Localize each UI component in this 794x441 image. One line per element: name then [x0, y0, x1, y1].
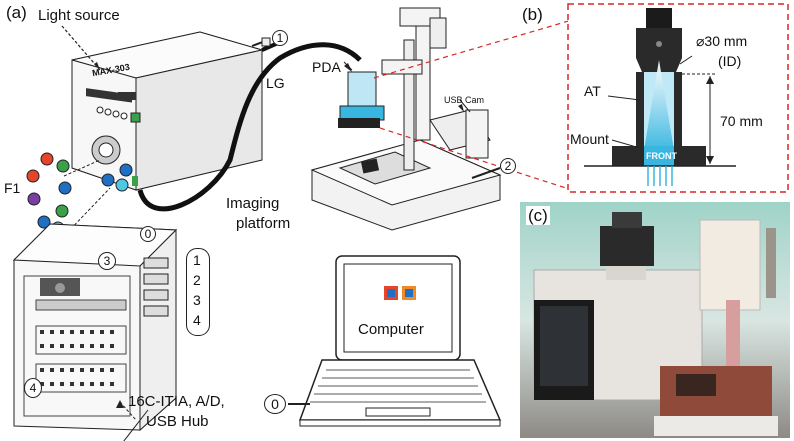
channel-3: 3 — [193, 292, 201, 308]
connector-2-cable — [471, 167, 501, 179]
id-label: (ID) — [718, 53, 742, 69]
channel-4: 4 — [193, 312, 201, 328]
imaging-platform-label-1: Imaging — [226, 195, 280, 212]
lg-label: LG — [266, 75, 285, 91]
itia-box — [12, 223, 178, 441]
computer-laptop — [288, 255, 502, 427]
marker-0-itia: 0 — [140, 226, 156, 242]
channel-2: 2 — [193, 272, 201, 288]
height-label: 70 mm — [720, 113, 763, 129]
adapter-diagram — [584, 8, 736, 186]
panel-label-a: (a) — [6, 3, 27, 22]
panel-label-c: (c) — [526, 206, 550, 225]
marker-2-platform: 2 — [500, 158, 516, 174]
pda-label: PDA — [312, 59, 341, 75]
usb-cam-label: USB Cam — [444, 95, 485, 105]
connector-1-cable — [251, 37, 271, 47]
channel-number-group: 1 2 3 4 — [186, 248, 210, 336]
pda-cube — [338, 61, 385, 128]
f1-label: F1 — [4, 180, 21, 196]
light-source-label: Light source — [38, 7, 120, 24]
itia-label-2: USB Hub — [146, 413, 209, 430]
marker-3-itia: 3 — [98, 252, 116, 270]
itia-label-1: 16C-ITIA, A/D, — [128, 393, 225, 410]
photo-panel — [520, 202, 790, 438]
front-label: FRONT — [646, 151, 677, 161]
at-label: AT — [584, 83, 601, 99]
channel-1: 1 — [193, 252, 201, 268]
panel-label-b: (b) — [522, 5, 543, 24]
marker-0-computer: 0 — [264, 394, 286, 414]
diameter-label: ⌀30 mm — [696, 33, 748, 49]
light-guide-cable — [137, 42, 362, 212]
imaging-platform-label-2: platform — [236, 215, 291, 232]
marker-4-itia: 4 — [24, 378, 42, 398]
computer-label: Computer — [358, 321, 424, 338]
imaging-platform — [310, 7, 502, 231]
marker-1-light-source: 1 — [272, 30, 288, 46]
mount-label: Mount — [570, 131, 609, 147]
light-source-device — [61, 25, 263, 192]
